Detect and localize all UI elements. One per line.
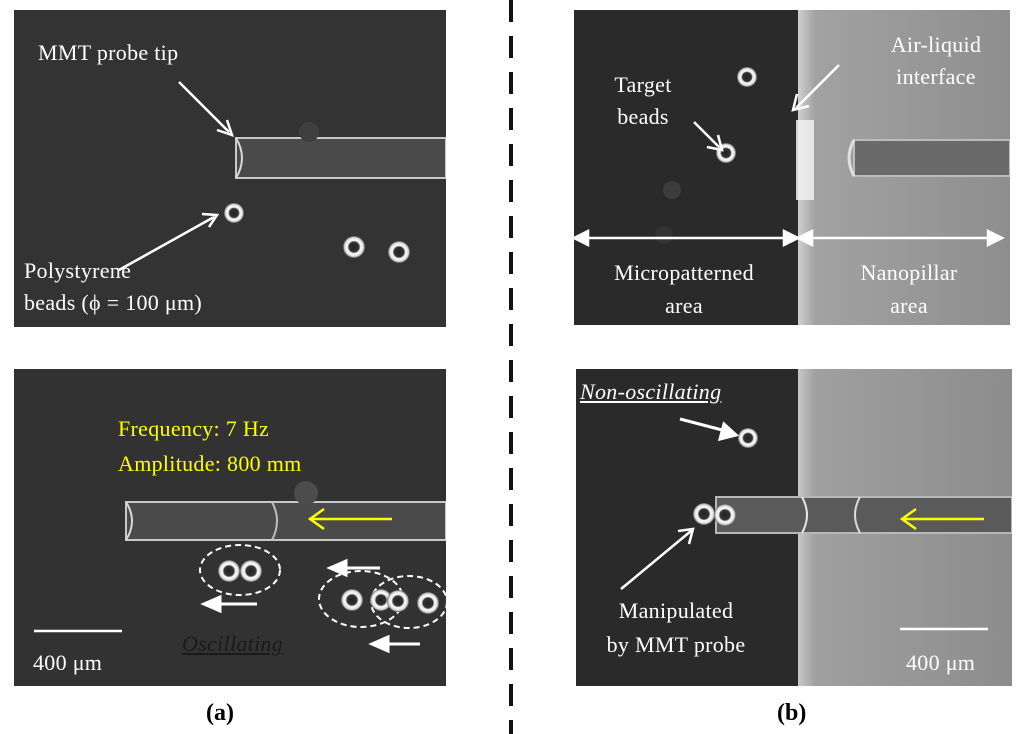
image-detail xyxy=(693,121,720,148)
nanopillar-label-line1: Nanopillar xyxy=(860,260,958,285)
bead xyxy=(343,236,365,258)
frequency-label: Frequency: 7 Hz xyxy=(118,416,270,441)
image-detail xyxy=(663,181,681,199)
manipulated-label-line1: Manipulated xyxy=(618,598,734,623)
image-detail xyxy=(717,421,740,442)
bead xyxy=(693,503,715,525)
probe-tip xyxy=(847,139,1010,177)
oscillating-label: Oscillating xyxy=(182,631,284,656)
image-detail xyxy=(854,496,861,534)
image-detail xyxy=(235,137,243,179)
image-detail xyxy=(125,501,446,541)
image-detail xyxy=(201,212,220,228)
image-detail xyxy=(853,139,1010,177)
arrow-icon xyxy=(178,81,234,137)
micropatterned-label-line1: Micropatterned xyxy=(614,260,754,285)
interface-label-line1: Air-liquid xyxy=(890,32,982,57)
image-detail xyxy=(326,558,348,578)
image-detail xyxy=(706,134,724,152)
scale-label: 400 μm xyxy=(906,650,976,675)
image-detail xyxy=(795,228,814,248)
bead xyxy=(388,241,410,263)
target-beads-line1: Target xyxy=(614,72,672,97)
image-detail xyxy=(801,496,808,534)
panel-b-top-image xyxy=(574,10,1010,325)
panel-a-top-image xyxy=(118,81,446,272)
panel-a-bottom: Frequency: 7 Hz Amplitude: 800 mm Oscill… xyxy=(14,369,446,686)
caption-a: (a) xyxy=(206,700,234,726)
non-oscillating-label: Non-oscillating xyxy=(580,379,722,404)
bead xyxy=(714,504,736,526)
image-detail xyxy=(199,544,281,596)
bead xyxy=(738,428,758,448)
amplitude-label: Amplitude: 800 mm xyxy=(118,451,302,476)
manipulated-label-line2: by MMT probe xyxy=(606,632,746,657)
beads-label-line1: Polystyrene xyxy=(24,258,132,283)
probe-tip-label: MMT probe tip xyxy=(38,40,179,65)
bead xyxy=(387,590,409,612)
bead xyxy=(370,589,392,611)
arrow-icon xyxy=(620,527,695,590)
nanopillar-label-line2: area xyxy=(890,293,928,318)
interface-label-line2: interface xyxy=(896,64,976,89)
probe-tip xyxy=(235,137,446,179)
scale-label: 400 μm xyxy=(33,650,103,675)
beads-label-line2: beads (ϕ = 100 μm) xyxy=(24,290,203,315)
image-detail xyxy=(299,122,319,142)
double-arrow-icon xyxy=(574,228,801,248)
panel-a-bottom-image xyxy=(34,481,446,654)
double-arrow-icon xyxy=(795,228,1005,248)
panel-b-top: Target beads Air-liquid interface Microp… xyxy=(574,10,1010,325)
arrow-icon xyxy=(791,64,840,112)
panel-a-top: MMT probe tip Polystyrene beads (ϕ = 100… xyxy=(14,10,446,327)
image-detail xyxy=(655,226,673,244)
target-beads-line2: beads xyxy=(617,104,669,129)
bead xyxy=(737,67,757,87)
arrow-icon xyxy=(899,507,984,531)
image-detail xyxy=(200,594,222,614)
image-detail xyxy=(118,215,215,272)
image-detail xyxy=(782,228,801,248)
bead xyxy=(218,560,240,582)
bead xyxy=(240,560,262,582)
micropatterned-label-line2: area xyxy=(665,293,703,318)
probe-tip xyxy=(715,496,1012,534)
image-detail xyxy=(235,137,446,179)
image-detail xyxy=(125,501,133,541)
bead xyxy=(341,589,363,611)
image-detail xyxy=(899,507,917,531)
panel-b-bottom-image xyxy=(620,369,1012,686)
image-detail xyxy=(271,501,278,541)
image-detail xyxy=(679,417,727,433)
arrow-icon xyxy=(368,634,420,654)
image-detail xyxy=(574,228,590,248)
bead xyxy=(417,592,439,614)
panel-b-bottom: Non-oscillating Manipulated by MMT probe… xyxy=(576,369,1012,686)
image-detail xyxy=(307,507,325,531)
image-detail xyxy=(715,496,1012,534)
image-detail xyxy=(791,93,810,112)
image-detail xyxy=(986,228,1005,248)
arrow-icon xyxy=(118,212,220,272)
image-detail xyxy=(178,81,230,133)
image-detail xyxy=(294,481,318,505)
arrow-icon xyxy=(307,507,392,531)
image-detail xyxy=(620,530,692,590)
image-detail xyxy=(216,119,234,137)
image-detail xyxy=(796,120,814,200)
caption-b: (b) xyxy=(777,700,807,726)
image-detail xyxy=(677,527,695,545)
arrow-icon xyxy=(693,121,724,152)
arrow-icon xyxy=(679,417,740,442)
image-detail xyxy=(847,139,856,177)
image-detail xyxy=(795,64,840,109)
image-detail xyxy=(368,634,390,654)
bead xyxy=(224,203,244,223)
arrow-icon xyxy=(326,558,380,578)
arrow-icon xyxy=(200,594,257,614)
probe-tip xyxy=(125,501,446,541)
panel-divider xyxy=(509,0,513,734)
